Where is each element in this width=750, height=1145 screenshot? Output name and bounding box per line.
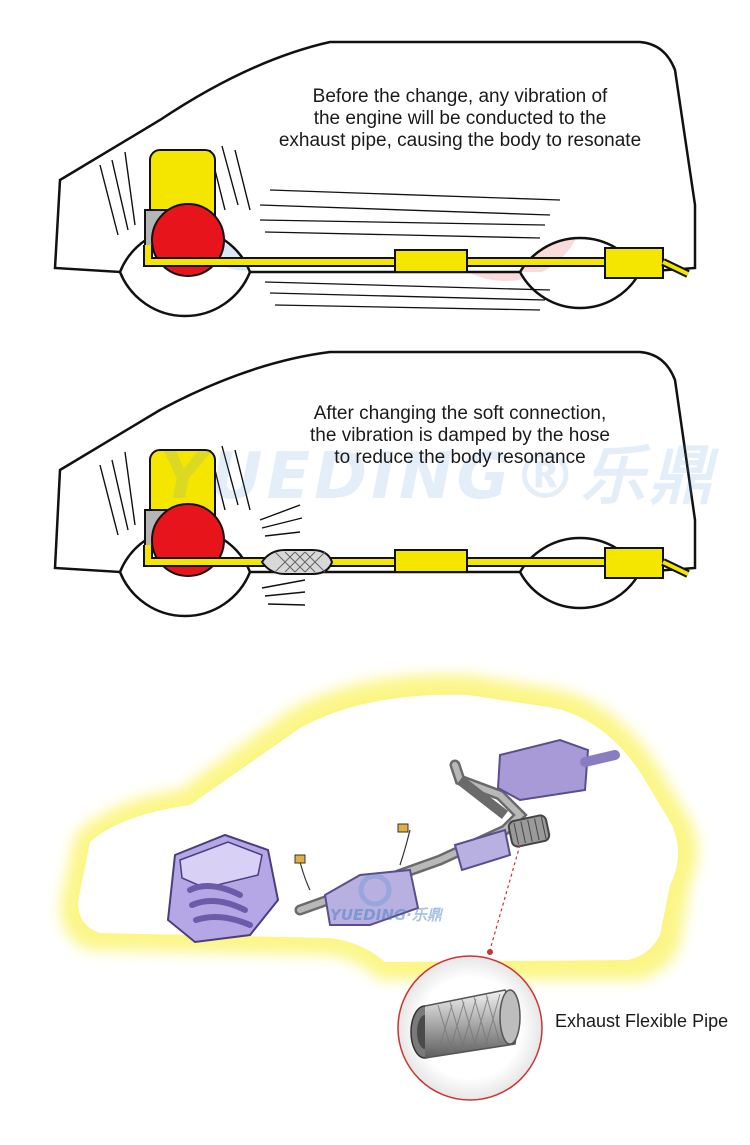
car-outline-icon [53,350,697,618]
brand-watermark-cn: 乐鼎 [581,440,718,514]
caption-line: After changing the soft connection, [313,403,607,424]
panel-exhaust-system: YUEDING·乐鼎 Exhaust Flexible Pipe [0,650,750,1145]
resonator-icon [394,249,468,273]
catalytic-converter-icon [323,868,420,926]
panel-after: YUEDING®乐鼎 After changing the soft conne… [0,340,750,640]
caption-line: the engine will be conducted to the [313,108,607,129]
caption-line: exhaust pipe, causing the body to resona… [278,130,642,151]
brand-watermark: YUEDING®乐鼎 [160,425,717,517]
muffler-icon [604,247,664,279]
flexible-pipe-product-icon [410,989,521,1059]
caption-before: Before the change, any vibration of the … [230,86,690,152]
muffler-icon [604,547,664,579]
flex-hose-icon [260,549,334,575]
panel-before: Before the change, any vibration of the … [0,0,750,330]
brand-watermark-small: YUEDING·乐鼎 [330,906,442,924]
muffler-icon [496,738,620,802]
caption-line: the vibration is damped by the hose [310,425,610,446]
brand-watermark-text: YUEDING [160,440,514,514]
exhaust-pipe-icon [294,759,528,916]
car-outline-icon [53,40,697,318]
registered-mark: ® [513,440,582,514]
exhaust-system-icon [60,674,698,1101]
engine-icon [166,833,280,944]
resonator-icon [394,549,468,573]
caption-after: After changing the soft connection, the … [240,403,680,469]
caption-line: Before the change, any vibration of [312,86,608,107]
product-label: Exhaust Flexible Pipe [555,1011,729,1031]
flexible-pipe-icon [507,814,551,848]
caption-line: to reduce the body resonance [334,447,586,468]
